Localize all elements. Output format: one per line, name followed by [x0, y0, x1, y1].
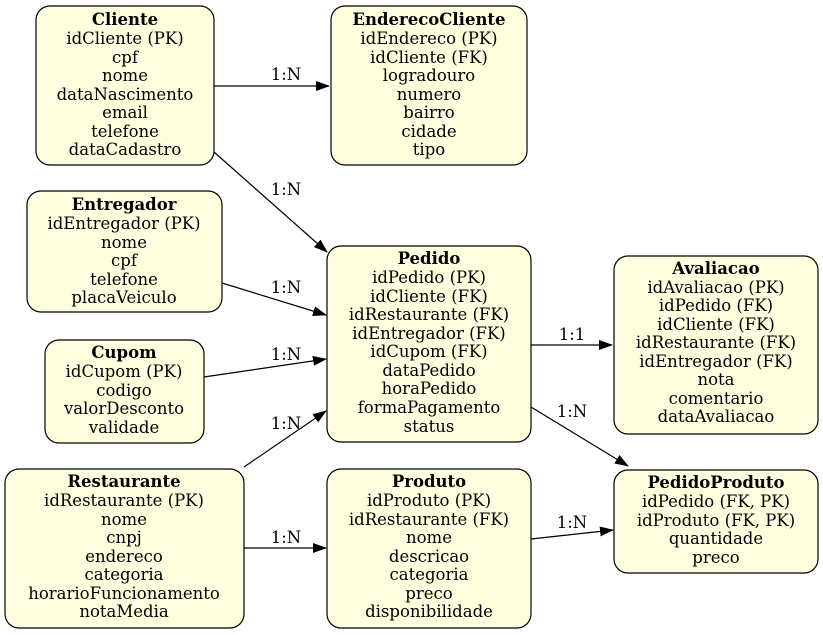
- entity-attr: cpf: [111, 251, 139, 270]
- entity-attr: descricao: [389, 547, 469, 566]
- entity-restaurante: Restaurante idRestaurante (PK) nome cnpj…: [4, 468, 245, 629]
- entity-attr: nota: [697, 370, 734, 389]
- edge-cliente-pedido: [213, 151, 328, 253]
- entity-attr: disponibilidade: [365, 602, 493, 621]
- entity-attr: idAvaliacao (PK): [647, 278, 784, 297]
- entity-attr: idRestaurante (FK): [349, 305, 509, 324]
- entity-attr: cpf: [112, 48, 140, 67]
- entity-attr: notaMedia: [79, 602, 169, 621]
- entity-attr: idCliente (PK): [66, 29, 183, 48]
- entity-attr: nome: [406, 528, 452, 547]
- entity-attr: telefone: [90, 270, 158, 289]
- edge-entregador-pedido: [221, 282, 327, 316]
- entity-attr: placaVeiculo: [71, 288, 176, 307]
- edge-cupom-pedido: [203, 355, 327, 378]
- edge-label-cliente-enderecocliente: 1:N: [271, 65, 302, 84]
- entity-title: Entregador: [72, 195, 177, 214]
- entity-title: EnderecoCliente: [352, 10, 505, 29]
- entity-attr: idProduto (FK, PK): [637, 511, 795, 530]
- entity-attr: idEntregador (FK): [639, 352, 792, 371]
- entity-attr: idPedido (FK): [659, 296, 773, 315]
- entity-title: Avaliacao: [671, 259, 759, 278]
- entity-attr: idRestaurante (FK): [349, 510, 509, 529]
- entity-title: Cupom: [91, 343, 157, 362]
- entity-attr: bairro: [403, 103, 454, 122]
- entity-cupom: Cupom idCupom (PK) codigo valorDesconto …: [44, 339, 205, 444]
- entity-produto: Produto idProduto (PK) idRestaurante (FK…: [326, 468, 532, 629]
- entity-attr: idPedido (PK): [372, 268, 486, 287]
- entity-pedidoproduto: PedidoProduto idPedido (FK, PK) idProdut…: [613, 469, 819, 574]
- entity-attr: dataPedido: [382, 361, 475, 380]
- entity-attr: idEntregador (PK): [47, 214, 200, 233]
- entity-attr: dataCadastro: [69, 140, 182, 159]
- entity-attr: horarioFuncionamento: [28, 584, 220, 603]
- entity-attr: logradouro: [383, 66, 476, 85]
- entity-attr: categoria: [85, 565, 164, 584]
- entity-attr: idCliente (FK): [370, 48, 488, 67]
- entity-title: Produto: [392, 472, 466, 491]
- edge-restaurante-pedido: [243, 410, 327, 468]
- entity-title: Pedido: [398, 249, 461, 268]
- entity-title: Restaurante: [67, 472, 180, 491]
- edge-label-produto-pedidoproduto: 1:N: [557, 513, 588, 532]
- entity-pedido: Pedido idPedido (PK) idCliente (FK) idRe…: [326, 245, 532, 443]
- entity-attr: nome: [102, 66, 148, 85]
- edge-label-restaurante-pedido: 1:N: [271, 414, 302, 433]
- entity-attr: status: [404, 417, 455, 436]
- entity-enderecocliente: EnderecoCliente idEndereco (PK) idClient…: [330, 5, 528, 166]
- entity-attr: preco: [692, 548, 739, 567]
- entity-cliente: Cliente idCliente (PK) cpf nome dataNasc…: [35, 5, 215, 166]
- entity-attr: codigo: [96, 381, 152, 400]
- edge-label-cupom-pedido: 1:N: [271, 345, 302, 364]
- entity-attr: preco: [405, 584, 452, 603]
- entity-attr: quantidade: [669, 529, 763, 548]
- entity-attr: idEndereco (PK): [360, 29, 497, 48]
- edge-label-pedido-avaliacao: 1:1: [559, 325, 586, 344]
- entity-attr: idPedido (FK, PK): [642, 492, 790, 511]
- entity-entregador: Entregador idEntregador (PK) nome cpf te…: [26, 190, 223, 313]
- entity-title: PedidoProduto: [647, 473, 784, 492]
- entity-attr: tipo: [413, 140, 445, 159]
- entity-attr: idRestaurante (PK): [44, 491, 204, 510]
- edge-label-pedido-pedidoproduto: 1:N: [557, 402, 588, 421]
- entity-attr: nome: [101, 510, 147, 529]
- entity-attr: comentario: [669, 389, 764, 408]
- edge-label-entregador-pedido: 1:N: [271, 278, 302, 297]
- entity-avaliacao: Avaliacao idAvaliacao (PK) idPedido (FK)…: [613, 255, 819, 435]
- entity-attr: idCliente (FK): [370, 287, 488, 306]
- edge-pedido-pedidoproduto: [530, 406, 629, 467]
- entity-attr: nome: [101, 233, 147, 252]
- entity-attr: idEntregador (FK): [352, 324, 505, 343]
- entity-attr: idCupom (PK): [66, 362, 183, 381]
- edge-produto-pedidoproduto: [530, 526, 614, 540]
- edge-label-cliente-pedido: 1:N: [271, 180, 302, 199]
- entity-attr: formaPagamento: [358, 398, 501, 417]
- entity-attr: dataAvaliacao: [658, 407, 775, 426]
- edge-label-restaurante-produto: 1:N: [271, 528, 302, 547]
- entity-attr: telefone: [91, 122, 159, 141]
- entity-attr: cnpj: [106, 528, 142, 547]
- entity-attr: idCupom (FK): [370, 342, 487, 361]
- edges: 1:N 1:N 1:N 1:N 1:N 1:N 1:1 1:N 1:N: [203, 65, 629, 553]
- entity-attr: endereco: [85, 547, 163, 566]
- entity-attr: horaPedido: [382, 379, 477, 398]
- entity-attr: numero: [397, 85, 462, 104]
- entity-attr: idProduto (PK): [367, 491, 491, 510]
- entity-attr: categoria: [390, 565, 469, 584]
- entity-attr: idRestaurante (FK): [636, 333, 796, 352]
- entity-attr: valorDesconto: [63, 399, 184, 418]
- entity-attr: idCliente (FK): [657, 315, 775, 334]
- entity-title: Cliente: [92, 10, 158, 29]
- entity-attr: validade: [88, 418, 159, 437]
- entity-attr: cidade: [401, 122, 456, 141]
- entity-attr: email: [102, 103, 148, 122]
- entity-attr: dataNascimento: [57, 85, 194, 104]
